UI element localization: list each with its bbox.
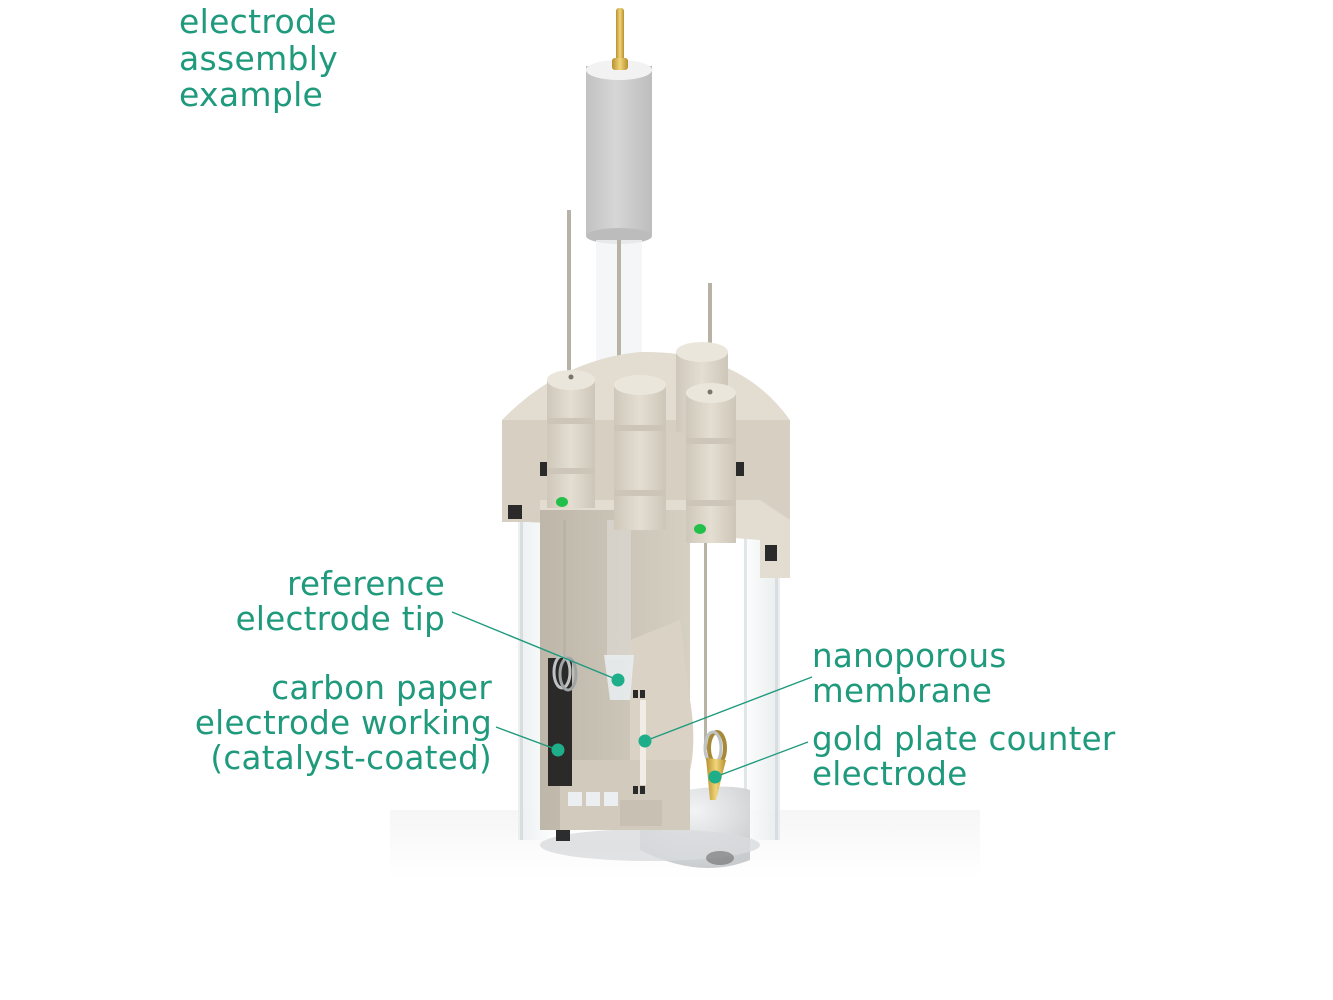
reference-glass-tube — [604, 520, 634, 700]
label-line: membrane — [812, 672, 993, 710]
label-line: (catalyst-coated) — [210, 739, 492, 777]
leader-carbon-paper — [495, 726, 559, 751]
callout-dot-nanoporous-membrane — [638, 734, 652, 748]
o-ring-marker-left — [556, 497, 568, 507]
title-line: assembly — [179, 38, 339, 78]
label-line: electrode — [812, 755, 968, 793]
callout-dot-reference-tip — [611, 673, 625, 687]
reference-electrode-top — [586, 8, 652, 390]
label-carbon-paper-electrode: carbon paper electrode working (catalyst… — [195, 671, 492, 776]
label-gold-plate-counter-electrode: gold plate counter electrode — [812, 722, 1116, 792]
title-line: example — [179, 75, 324, 114]
label-line: nanoporous — [812, 637, 1007, 675]
label-nanoporous-membrane: nanoporous membrane — [812, 639, 1007, 709]
wire-right — [708, 283, 712, 393]
label-line: electrode working — [194, 704, 492, 742]
callout-dot-carbon-paper — [551, 743, 565, 757]
callout-leaders — [451, 611, 813, 784]
o-ring-marker-right — [694, 524, 706, 534]
label-line: reference — [287, 565, 445, 603]
label-line: electrode tip — [235, 600, 445, 638]
leader-nanoporous-membrane — [644, 676, 813, 742]
leader-reference-tip — [451, 611, 619, 681]
callout-dot-gold-plate — [708, 770, 722, 784]
title-line: electrode — [179, 2, 337, 41]
label-line: carbon paper — [271, 669, 492, 707]
label-line: gold plate counter — [812, 720, 1116, 758]
carbon-paper-electrode — [548, 520, 578, 786]
electrode-holders — [547, 342, 736, 543]
diagram-title: electrode assembly example — [179, 2, 339, 114]
leader-gold-plate — [714, 741, 809, 778]
wire-left — [567, 210, 571, 380]
label-reference-electrode-tip: reference electrode tip — [236, 567, 445, 637]
